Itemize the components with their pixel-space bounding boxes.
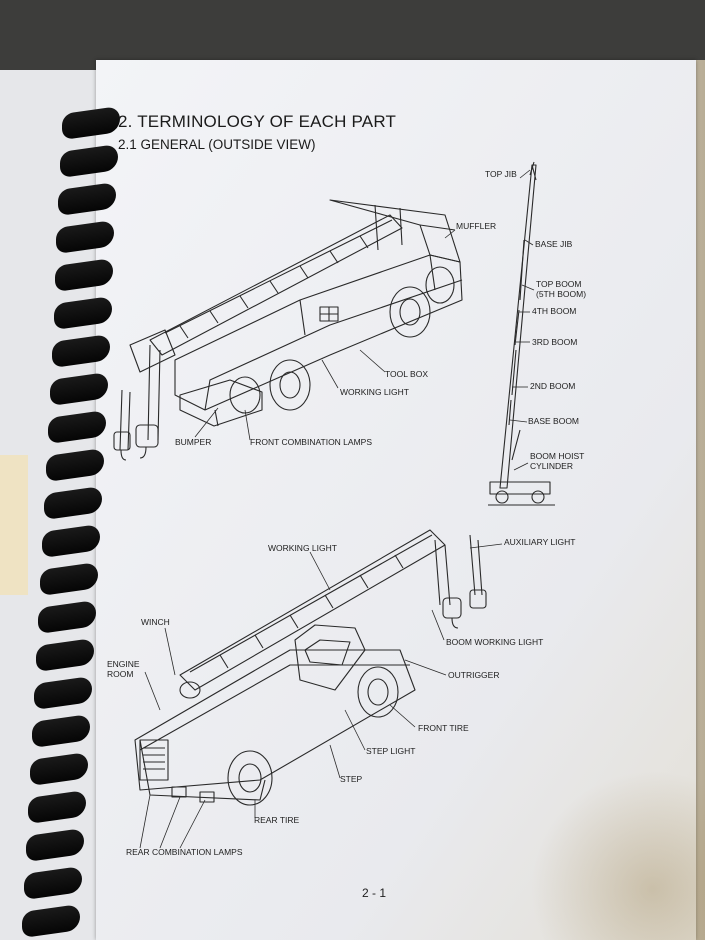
label-front-tire: FRONT TIRE [418, 723, 469, 733]
label-rear-tire: REAR TIRE [254, 815, 300, 825]
manual-page [96, 60, 696, 940]
page-number: 2 - 1 [362, 886, 387, 900]
label-outrigger: OUTRIGGER [448, 670, 500, 680]
label-base-boom: BASE BOOM [528, 416, 580, 426]
label-4th-boom: 4TH BOOM [532, 306, 577, 316]
label-boom-hoist-cylinder: BOOM HOIST CYLINDER [530, 451, 585, 471]
label-boom-working-light: BOOM WORKING LIGHT [446, 637, 544, 647]
label-top-boom: TOP BOOM (5TH BOOM) [536, 279, 587, 299]
label-top-boom-line1: TOP BOOM [536, 279, 582, 289]
label-working-light-bottom: WORKING LIGHT [268, 543, 337, 553]
label-3rd-boom: 3RD BOOM [532, 337, 578, 347]
extended-boom-drawing [488, 161, 555, 506]
label-top-boom-line2: (5TH BOOM) [536, 288, 587, 299]
label-top-jib: TOP JIB [485, 169, 517, 179]
subsection-heading: 2.1 GENERAL (OUTSIDE VIEW) [118, 137, 316, 152]
label-front-combination-lamps: FRONT COMBINATION LAMPS [250, 437, 373, 447]
label-engine-room-line2: ROOM [107, 668, 134, 679]
label-boom-hoist-line2: CYLINDER [530, 460, 573, 471]
label-auxiliary-light: AUXILIARY LIGHT [504, 537, 576, 547]
label-base-jib: BASE JIB [535, 239, 573, 249]
label-engine-room: ENGINE ROOM [107, 659, 140, 679]
top-crane-drawing [113, 199, 463, 461]
label-step: STEP [340, 774, 363, 784]
water-stain [530, 770, 705, 940]
label-step-light: STEP LIGHT [366, 746, 416, 756]
label-bumper: BUMPER [175, 437, 212, 447]
label-tool-box: TOOL BOX [385, 369, 428, 379]
label-winch: WINCH [141, 617, 170, 627]
label-working-light: WORKING LIGHT [340, 387, 409, 397]
section-heading: 2. TERMINOLOGY OF EACH PART [118, 112, 397, 131]
label-rear-combination-lamps: REAR COMBINATION LAMPS [126, 847, 243, 857]
sticky-note [0, 455, 28, 595]
leader-lines [139, 169, 535, 849]
label-engine-room-line1: ENGINE [107, 659, 140, 669]
label-muffler: MUFFLER [456, 221, 497, 231]
label-2nd-boom: 2ND BOOM [530, 381, 576, 391]
label-boom-hoist-line1: BOOM HOIST [530, 451, 585, 461]
bottom-crane-drawing [134, 529, 487, 806]
